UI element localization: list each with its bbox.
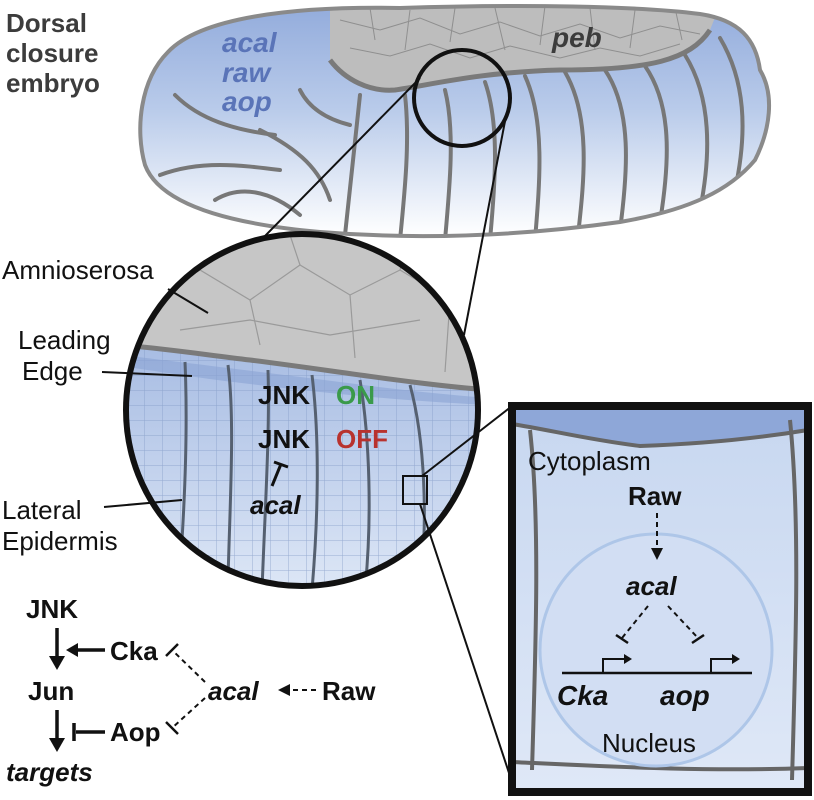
pathway-cka: Cka — [110, 636, 158, 666]
pathway-jun: Jun — [28, 676, 74, 706]
inset-acal: acal — [626, 571, 677, 601]
label-leading-edge-1: Leading — [18, 325, 111, 355]
gene-label-aop: aop — [222, 86, 272, 117]
embryo-gene-labels: acal raw aop peb — [222, 22, 602, 117]
jnk-off-prefix: JNK — [258, 424, 310, 454]
inset-line-bottom — [419, 503, 513, 783]
pointer-amnioserosa — [167, 288, 209, 314]
pathway-acal: acal — [208, 676, 259, 706]
zoom-labels: Amnioserosa Leading Edge Lateral Epiderm… — [2, 255, 209, 556]
gene-label-acal: acal — [222, 27, 278, 58]
pathway-diagram: JNK Cka Jun Aop targets acal Raw — [6, 594, 376, 787]
inset-raw: Raw — [628, 481, 682, 511]
label-cytoplasm: Cytoplasm — [528, 446, 651, 476]
label-lateral-1: Lateral — [2, 495, 82, 525]
inhib-acal-cka — [621, 605, 649, 639]
embryo-title-line-3: embryo — [6, 68, 100, 98]
embryo-title: Dorsal closure embryo — [6, 8, 100, 98]
jnk-on-prefix: JNK — [258, 380, 310, 410]
cell-inset-labels: Cytoplasm Raw acal Cka aop Nucleus — [528, 446, 752, 758]
inset-gene-cka: Cka — [557, 680, 608, 711]
inset-gene-aop: aop — [660, 680, 710, 711]
jnk-state: JNK ON JNK OFF acal — [250, 380, 388, 520]
zoom-line-right — [463, 115, 507, 336]
gene-label-raw: raw — [222, 57, 272, 88]
embryo-zoom-circle — [412, 48, 512, 148]
promoter-cka — [602, 658, 626, 673]
embryo-title-line-1: Dorsal — [6, 8, 87, 38]
label-leading-edge-2: Edge — [22, 356, 83, 386]
label-amnioserosa: Amnioserosa — [2, 255, 154, 285]
inhib-acal-cka-path — [171, 649, 206, 683]
jnk-off-word: OFF — [336, 424, 388, 454]
pointer-leading-edge — [101, 371, 193, 377]
pathway-raw: Raw — [322, 676, 376, 706]
pathway-jnk: JNK — [26, 594, 78, 624]
amnioserosa-region — [330, 6, 720, 91]
promoter-aop — [710, 658, 734, 673]
embryo-title-line-2: closure — [6, 38, 99, 68]
inhibition-bar — [273, 460, 289, 469]
inset-line-top — [421, 405, 513, 477]
gene-label-peb: peb — [551, 22, 602, 53]
jnk-on-word: ON — [336, 380, 375, 410]
cell-highlight-box — [402, 475, 428, 505]
embryo-drawing — [138, 4, 772, 239]
pathway-targets: targets — [6, 757, 93, 787]
label-lateral-2: Epidermis — [2, 526, 118, 556]
pathway-aop: Aop — [110, 717, 161, 747]
arrowhead-raw-acal — [651, 548, 663, 560]
inhib-acal-aop — [667, 605, 699, 639]
jnk-inhibitor-acal: acal — [250, 490, 301, 520]
pointer-lateral — [103, 499, 183, 508]
cell-inset — [508, 402, 812, 796]
zoom-circle — [123, 231, 481, 589]
label-nucleus: Nucleus — [602, 728, 696, 758]
inhib-acal-aop-path — [171, 697, 206, 729]
inhibition-stem — [270, 463, 283, 487]
